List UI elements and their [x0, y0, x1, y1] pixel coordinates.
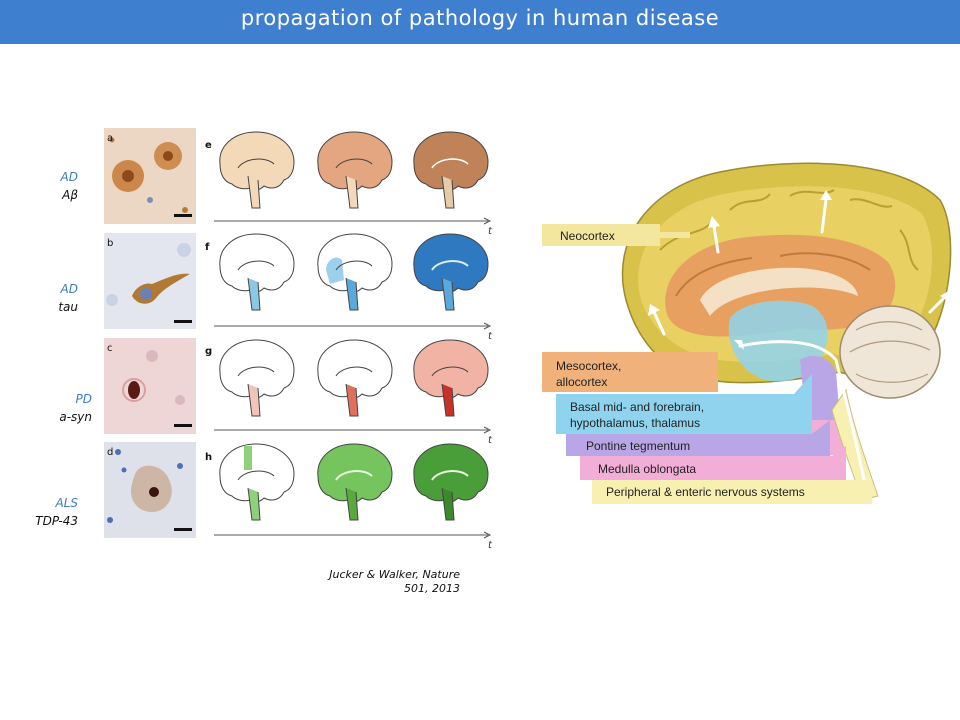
region-label-basal: Basal mid- and forebrain, hypothalamus, … — [556, 374, 812, 434]
panel-row-f: f t — [205, 233, 493, 342]
brain-stage-3 — [413, 131, 489, 209]
brain-stage-1 — [219, 339, 295, 417]
region-text: Pontine tegmentum — [586, 439, 690, 453]
brain-stage-2 — [317, 443, 393, 521]
brain-stage-2 — [317, 339, 393, 417]
brain-stage-3 — [413, 339, 489, 417]
region-text: allocortex — [556, 375, 607, 389]
row-label-1: AD Aβ — [8, 168, 78, 204]
citation-line-2: 501, 2013 — [404, 582, 460, 595]
brain-stage-2 — [317, 233, 393, 311]
protein-label: TDP-43 — [35, 514, 78, 528]
disease-label: AD — [60, 170, 78, 184]
micrograph-b: b — [104, 233, 196, 329]
brain-stage-3 — [413, 443, 489, 521]
panel-row-h: h t — [205, 443, 493, 551]
protein-label: Aβ — [62, 188, 78, 202]
region-text: Peripheral & enteric nervous systems — [606, 485, 805, 499]
micro-letter: a — [107, 133, 113, 144]
region-text: Mesocortex, — [556, 359, 621, 373]
protein-label: tau — [58, 300, 78, 314]
region-label-pontine: Pontine tegmentum — [566, 420, 830, 456]
row-label-2: AD tau — [8, 280, 78, 316]
brain-stage-3 — [413, 233, 489, 311]
title-bar: propagation of pathology in human diseas… — [0, 0, 960, 44]
row-label-3: PD a-syn — [22, 390, 92, 426]
micrograph-c: c — [104, 338, 196, 434]
brain-stage-1 — [219, 131, 295, 209]
panel-letter: e — [205, 140, 212, 151]
region-label-neocortex: Neocortex — [542, 224, 690, 246]
micrograph-a: a — [104, 128, 196, 224]
panel-row-g: g t — [205, 339, 493, 446]
region-text: hypothalamus, thalamus — [570, 416, 700, 430]
micro-letter: c — [107, 343, 113, 354]
micro-letter: d — [107, 447, 113, 458]
region-label-peripheral: Peripheral & enteric nervous systems — [592, 480, 872, 504]
panel-row-e: e t — [205, 131, 493, 237]
disease-label: ALS — [55, 496, 78, 510]
citation: Jucker & Walker, Nature 501, 2013 — [300, 568, 460, 596]
disease-label: PD — [75, 392, 92, 406]
region-label-mesocortex: Mesocortex, allocortex — [542, 352, 718, 392]
protein-label: a-syn — [59, 410, 92, 424]
time-axis-label: t — [488, 435, 493, 446]
micro-letter: b — [107, 238, 113, 249]
brain-stage-2 — [317, 131, 393, 209]
panel-letter: f — [205, 242, 210, 253]
brain-stage-1 — [219, 443, 295, 521]
time-axis-label: t — [488, 226, 493, 237]
brain-stage-1 — [219, 233, 295, 311]
micrograph-d: d — [104, 442, 196, 538]
region-text: Neocortex — [560, 229, 615, 243]
panel-letter: g — [205, 346, 212, 357]
row-label-4: ALS TDP-43 — [8, 494, 78, 530]
time-axis-label: t — [488, 540, 493, 551]
time-axis-label: t — [488, 331, 493, 342]
brain-illustration — [621, 162, 952, 501]
slide-title: propagation of pathology in human diseas… — [240, 6, 720, 30]
panel-letter: h — [205, 452, 212, 463]
citation-line-1: Jucker & Walker, Nature — [329, 568, 460, 581]
region-label-medulla: Medulla oblongata — [580, 446, 846, 480]
disease-label: AD — [60, 282, 78, 296]
region-text: Medulla oblongata — [598, 462, 696, 476]
region-text: Basal mid- and forebrain, — [570, 400, 704, 414]
